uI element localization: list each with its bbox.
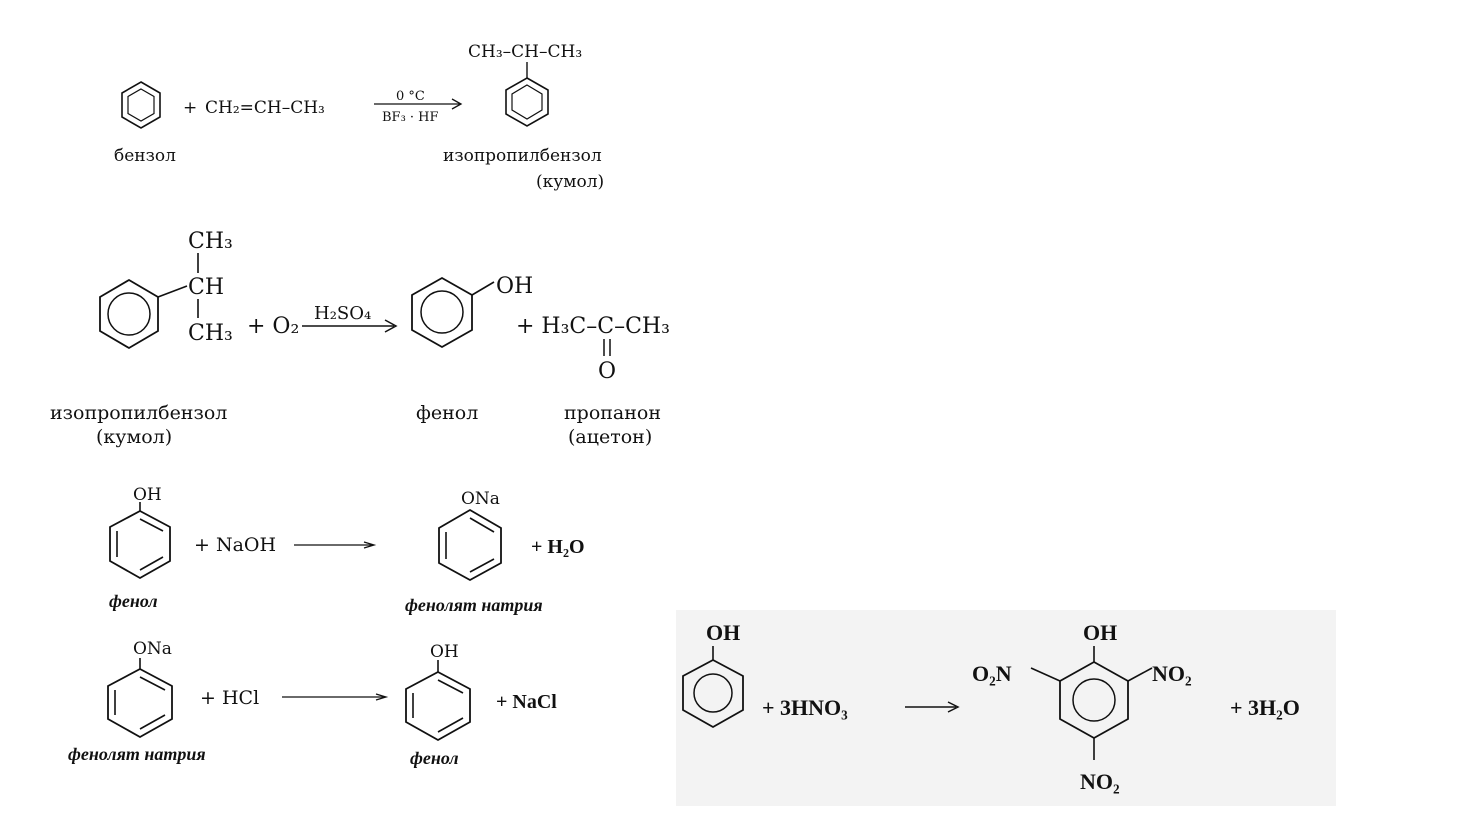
phenol-label-4: фенол [410, 748, 459, 768]
reaction-2-arrow [302, 319, 398, 333]
phenol-ring-4 [405, 660, 471, 742]
picric-acid-oh: OH [1083, 620, 1117, 645]
picric-acid-ring [1030, 646, 1153, 760]
phenolate-ring-3 [438, 508, 502, 582]
phenol-oh-3: OH [133, 485, 162, 505]
reaction-5-arrow [905, 701, 960, 713]
phenol-label-2: фенол [416, 402, 478, 424]
phenolate-label-3: фенолят натрия [405, 595, 543, 615]
reaction-1-condition-temperature: 0 °C [396, 89, 425, 104]
plus-water-5: + 3H₂O [1230, 695, 1300, 720]
reaction-4-arrow [282, 693, 389, 701]
acetone-label-1: пропанон [564, 402, 661, 424]
phenol-ring-3 [109, 502, 171, 580]
plus-nitric-acid: + 3HNO₃ [762, 695, 848, 720]
reaction-5: OH + 3HNO₃ OH O₂N NO₂ NO₂ + 3H₂O [682, 620, 1300, 794]
reaction-2-catalyst: H₂SO₄ [314, 303, 371, 324]
cumene-label-2-alt: (кумол) [96, 426, 172, 448]
picric-acid-no2-bottom: NO₂ [1080, 769, 1120, 794]
cumene-ring-1 [505, 77, 549, 127]
cumene-label-2: изопропилбензол [50, 402, 227, 424]
cumene-ch3-bottom: CH₃ [188, 321, 233, 346]
phenolate-label-4: фенолят натрия [68, 744, 206, 764]
cumene-label-1: изопропилбензол [443, 146, 602, 166]
plus-oxygen: + O₂ [247, 314, 299, 339]
benzene-label: бензол [114, 146, 176, 166]
reaction-2: CH₃ CH CH₃ + O₂ H₂SO₄ OH + H₃C–C–CH₃ O и… [50, 229, 670, 448]
acetone-double-bond [603, 339, 611, 356]
acetone-oxygen: O [598, 359, 616, 384]
phenol-oh-4: OH [430, 642, 459, 662]
plus-nacl: + NaCl [496, 691, 557, 713]
cumene-ch: CH [188, 275, 224, 300]
phenolate-ring-4 [107, 658, 173, 739]
plus-sign-1: + [183, 98, 197, 118]
phenol-label-3: фенол [109, 591, 158, 611]
phenol-ring-2 [411, 276, 495, 349]
cumene-label-1-alt: (кумол) [536, 172, 604, 192]
phenol-ring-5 [682, 646, 744, 729]
benzene-ring-1 [121, 81, 161, 129]
reaction-3: OH + NaOH ONa + H₂O фенол фенолят натрия [109, 485, 585, 615]
phenolate-ona-3: ONa [461, 489, 500, 509]
propylene-formula: CH₂=CH–CH₃ [205, 98, 325, 118]
nitration-panel-background [676, 610, 1336, 806]
plus-hcl: + HCl [200, 687, 259, 709]
acetone-label-2: (ацетон) [568, 426, 652, 448]
picric-acid-no2-left: O₂N [972, 661, 1012, 686]
plus-naoh: + NaOH [194, 534, 276, 556]
acetone-chain: + H₃C–C–CH₃ [516, 314, 670, 339]
reaction-4: ONa + HCl OH + NaCl фенолят натрия фенол [68, 639, 557, 768]
cumene-ring-2 [99, 278, 188, 350]
reaction-3-arrow [294, 541, 377, 549]
isopropyl-substituent: CH₃–CH–CH₃ [468, 42, 582, 62]
phenolate-ona-4: ONa [133, 639, 172, 659]
plus-water-3: + H₂O [531, 536, 585, 558]
cumene-ch3-top: CH₃ [188, 229, 233, 254]
phenol-oh-5: OH [706, 620, 740, 645]
picric-acid-no2-right: NO₂ [1152, 661, 1192, 686]
phenol-oh-2: OH [496, 274, 533, 299]
reaction-1: + CH₂=CH–CH₃ 0 °C BF₃ · HF CH₃–CH–CH₃ бе… [114, 42, 604, 192]
reaction-1-arrow [374, 98, 463, 110]
reaction-1-catalyst: BF₃ · HF [382, 110, 439, 125]
